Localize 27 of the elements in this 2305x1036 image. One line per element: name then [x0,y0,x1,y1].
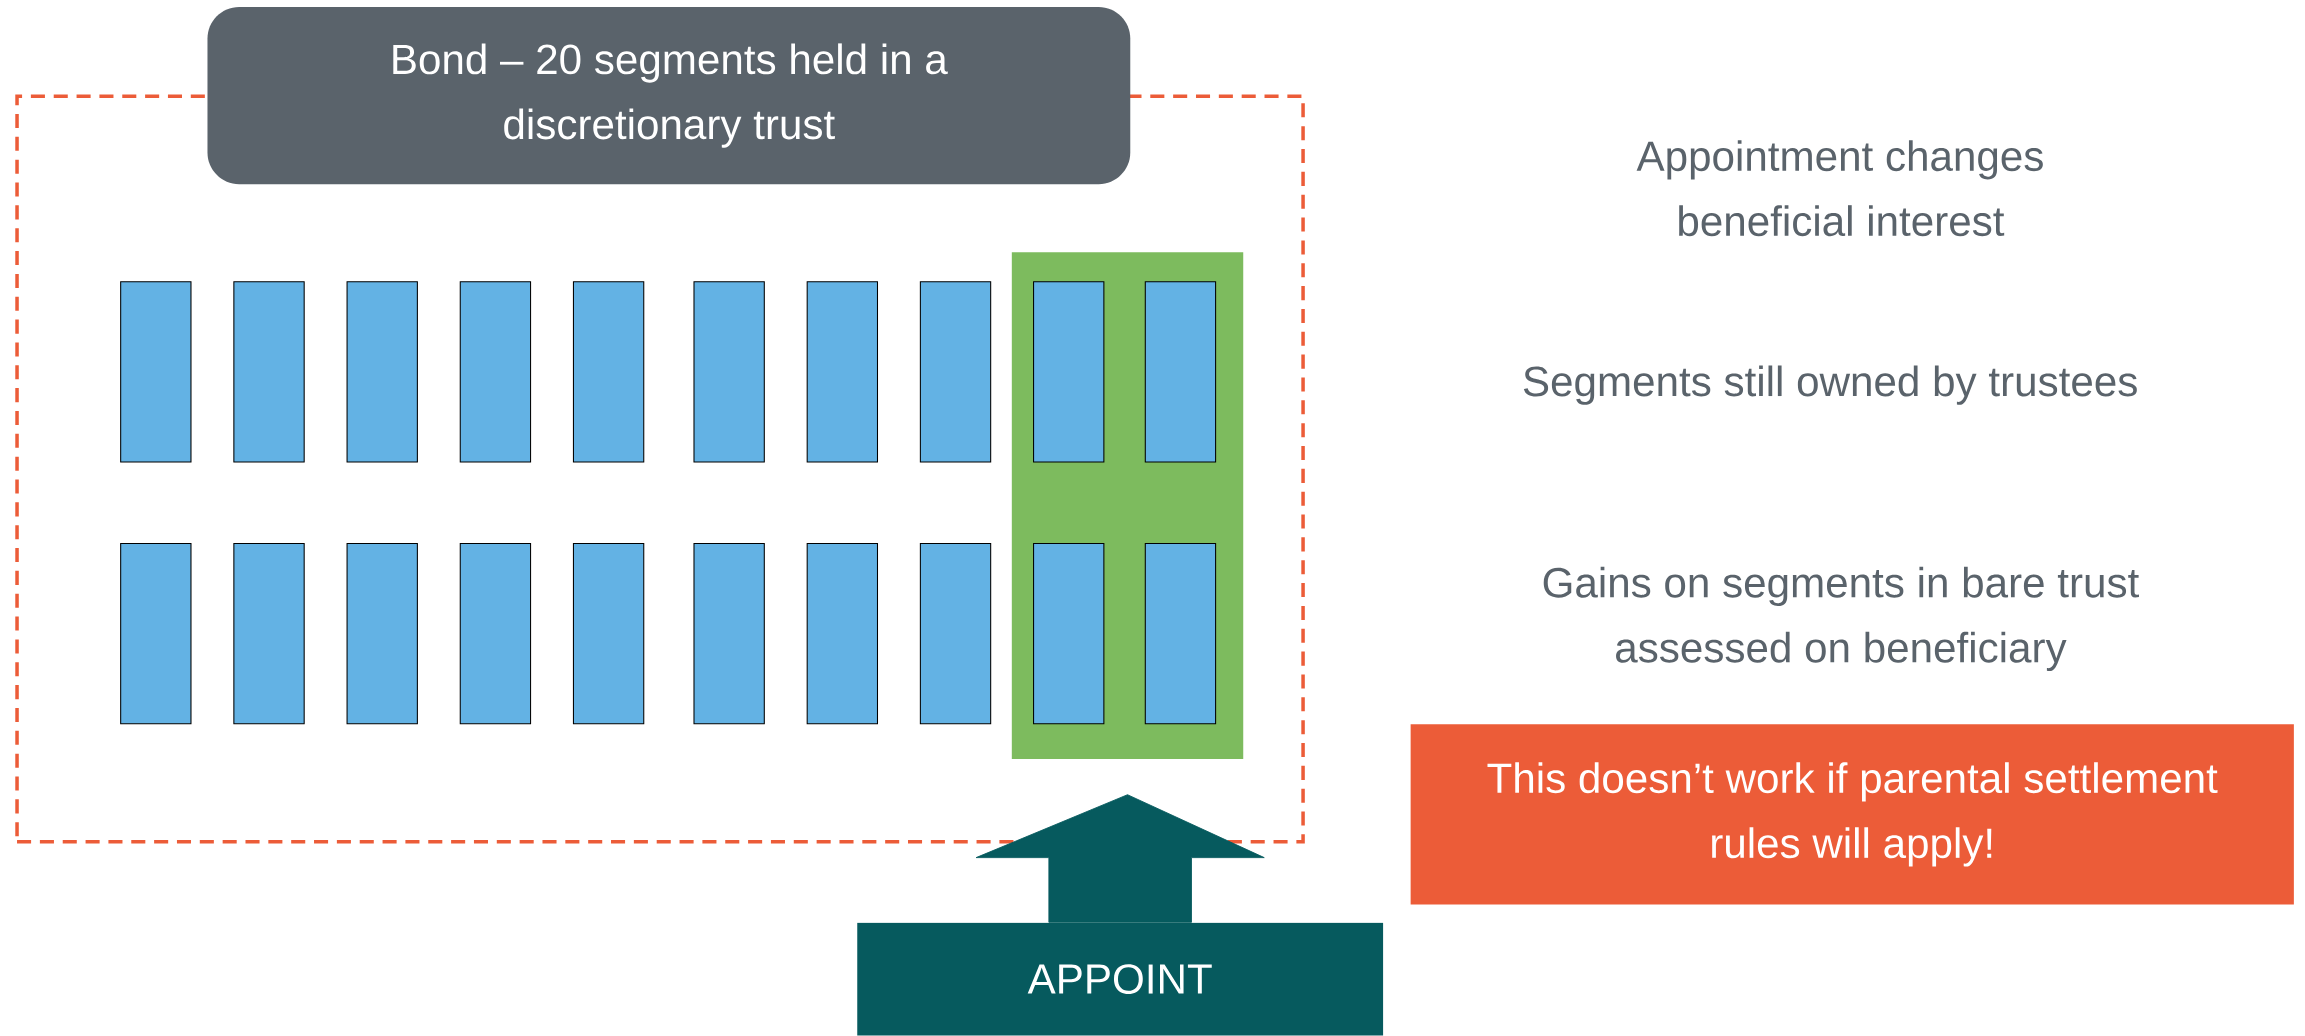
segment-box [693,542,765,724]
segment-box [1033,542,1105,724]
segment-box [459,281,532,463]
segment-box [1144,281,1217,463]
block-arrow [975,794,1265,923]
note-text: Appointment changes beneficial interest [1636,140,2043,236]
segment-box [806,281,878,463]
segment-box [919,542,992,724]
segment-box [346,542,418,724]
segment-box [120,281,192,463]
segment-box [806,542,878,724]
segment-box [233,542,305,724]
warning-box: This doesn’t work if parental settlement rules will apply! [1410,724,2294,905]
segment-box [693,281,765,463]
segment-box [346,281,418,463]
segment-box [120,542,192,724]
title-box: Bond – 20 segments held in a discretionary trust [207,6,1131,184]
segment-box [233,281,305,463]
action-box: APPOINT [857,922,1384,1036]
segment-box [572,281,645,463]
segment-box [459,542,532,724]
segment-box [1144,542,1217,724]
segment-box [1033,281,1105,463]
segment-box [919,281,992,463]
segment-box [572,542,645,724]
note-text: Gains on segments in bare trust assessed on beneficiary [1543,566,2139,671]
note-text: Segments still owned by trustees [1523,365,2137,405]
